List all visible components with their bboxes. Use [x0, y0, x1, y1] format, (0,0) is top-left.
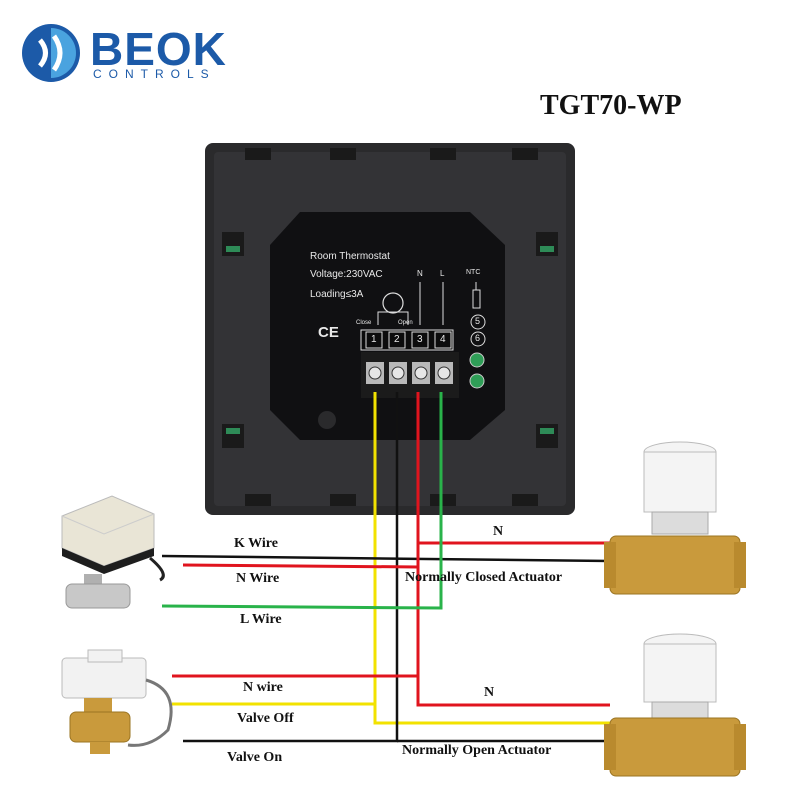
terminal-2: 2: [394, 334, 400, 345]
three-way-valve-icon: [61, 649, 173, 754]
k-wire: [161, 554, 611, 563]
terminal-6: 6: [475, 333, 481, 343]
terminal-1: 1: [371, 334, 377, 345]
valve-on-label: Valve On: [227, 750, 283, 765]
normally-closed-actuator-icon: [604, 441, 746, 595]
plate-ntc-mark: NTC: [466, 269, 481, 276]
n-wire-lower-label: N wire: [243, 680, 283, 695]
no-actuator-label: Normally Open Actuator: [402, 743, 552, 758]
plate-l-mark: L: [440, 269, 445, 278]
terminal-4: 4: [440, 334, 446, 345]
yellow-wire: [373, 392, 610, 725]
beok-logo-icon: [22, 24, 80, 82]
terminal-block: [360, 329, 485, 398]
brand-subtitle: CONTROLS: [93, 67, 216, 81]
brand-name: BEOK: [90, 23, 227, 75]
plate-n-mark: N: [417, 269, 423, 278]
red-wire: [416, 392, 610, 707]
plate-title: Room Thermostat: [310, 251, 390, 262]
l-wire-label: L Wire: [240, 612, 282, 627]
plate-open-mark: Open: [398, 320, 413, 326]
nc-actuator-label: Normally Closed Actuator: [405, 570, 563, 585]
plate-loading: Loading≤3A: [310, 289, 364, 300]
k-wire-label: K Wire: [234, 536, 278, 551]
label-panel: [270, 212, 505, 440]
terminal-5: 5: [475, 316, 481, 326]
ce-mark: CE: [318, 324, 339, 341]
normally-open-actuator-icon: [604, 633, 746, 777]
valve-off-label: Valve Off: [237, 711, 294, 726]
plate-close-mark: Close: [356, 320, 372, 326]
motorized-ball-valve-icon: [61, 495, 165, 609]
n-wire-label: N Wire: [236, 571, 280, 586]
model-title: TGT70-WP: [540, 90, 682, 121]
n-top-label: N: [493, 524, 504, 539]
n-bottom-label: N: [484, 685, 495, 700]
green-wire: [161, 392, 443, 610]
terminal-3: 3: [417, 334, 423, 345]
plate-voltage: Voltage:230VAC: [310, 269, 383, 280]
